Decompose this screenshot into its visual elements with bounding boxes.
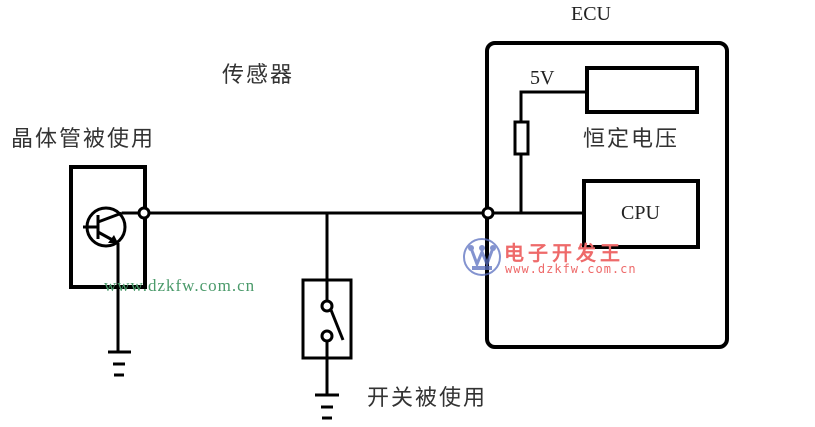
supply-voltage-label: 5V (530, 67, 555, 89)
switch-used-label: 开关被使用 (367, 386, 488, 411)
cpu-label: CPU (621, 202, 660, 224)
ecu-terminal-node (481, 206, 495, 220)
emitter-arrow (108, 235, 118, 243)
transistor-used-label: 晶体管被使用 (11, 127, 156, 152)
transistor-terminal-node (137, 206, 151, 220)
pullup-resistor (513, 120, 530, 156)
switch-symbol (320, 299, 345, 343)
watermark-url-red: www.dzkfw.com.cn (505, 262, 637, 276)
ecu-label: ECU (571, 3, 611, 25)
cpu-box (582, 179, 700, 249)
constant-voltage-label: 恒定电压 (583, 127, 680, 152)
watermark-logo-icon (463, 238, 501, 276)
ground-icon-switch (315, 393, 339, 420)
ecu-box (485, 41, 729, 349)
watermark-url-green: www.dzkfw.com.cn (104, 276, 256, 295)
constant-voltage-box (585, 66, 699, 114)
transistor-sensor-box (69, 165, 147, 289)
pullup-wire (519, 90, 586, 213)
watermark-site-title: 电子开发王 (504, 241, 624, 265)
sensor-label: 传感器 (222, 63, 295, 88)
ground-icon-transistor (108, 350, 131, 377)
